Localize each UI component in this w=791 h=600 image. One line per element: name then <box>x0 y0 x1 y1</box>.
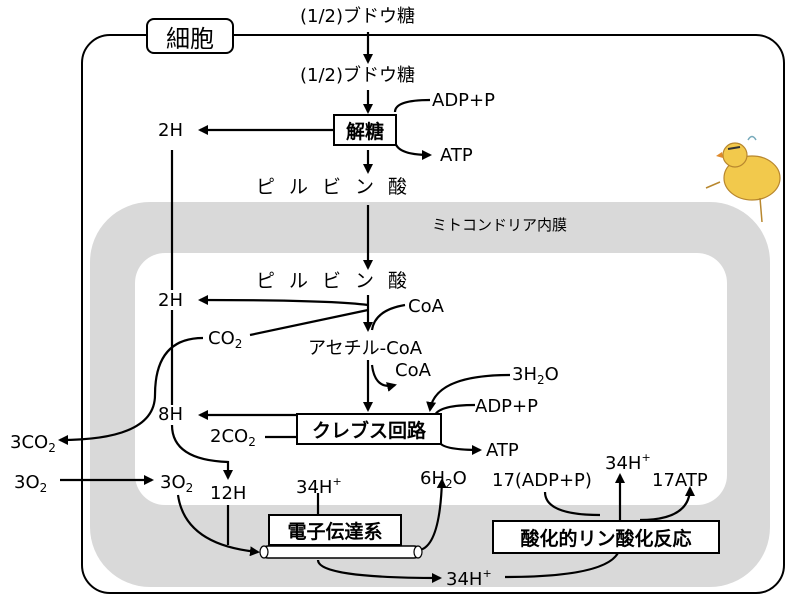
etc-water-o: O <box>452 468 467 489</box>
etc-34h-bottom-superscript: + <box>482 567 492 580</box>
glycolysis-box: 解糖 <box>333 114 397 146</box>
krebs-co2-coef: 2CO <box>210 426 249 447</box>
glucose-outside-label: (1/2)ブドウ糖 <box>300 6 416 27</box>
krebs-water-h: 3H <box>512 364 537 385</box>
glycolysis-h-label: 2H <box>158 120 183 141</box>
o2-in-subscript: 2 <box>39 481 48 495</box>
etc-34h-bottom-label: 34H+ <box>446 568 492 589</box>
etc-water-label: 6H2O <box>420 468 467 491</box>
oxphos-box: 酸化的リン酸化反応 <box>492 520 720 554</box>
krebs-box: クレブス回路 <box>296 413 442 445</box>
membrane-label: ミトコンドリア内膜 <box>432 216 568 234</box>
krebs-atp-label: ATP <box>486 440 519 461</box>
etc-34h-bottom-base: 34H <box>446 569 483 590</box>
etc-channel <box>261 545 421 559</box>
glycolysis-adp-label: ADP+P <box>432 90 495 111</box>
krebs-h-label: 8H <box>158 404 183 425</box>
acetyl-co2-label: CO2 <box>208 328 243 351</box>
etc-34h-base: 34H <box>296 477 333 498</box>
oxphos-34h-base: 34H <box>605 453 642 474</box>
oxphos-34h-superscript: + <box>641 451 651 464</box>
mitochondria-matrix <box>135 253 727 505</box>
acetyl-co2-subscript: 2 <box>234 337 243 351</box>
krebs-water-o: O <box>544 364 559 385</box>
oxphos-adp-label: 17(ADP+P) <box>492 470 592 491</box>
krebs-co2-label: 2CO2 <box>210 426 256 449</box>
acetyl-coa-in-label: CoA <box>408 296 444 317</box>
pyruvate-matrix-label: ピルビン酸 <box>256 270 422 292</box>
etc-34h-superscript: + <box>332 475 342 488</box>
etc-12h-label: 12H <box>210 483 247 504</box>
o2-in-base: 3O <box>14 472 40 493</box>
oxphos-atp-label: 17ATP <box>652 470 708 491</box>
etc-34h-label: 34H+ <box>296 476 342 497</box>
krebs-adp-label: ADP+P <box>475 396 538 417</box>
acetyl-coa-out-label: CoA <box>395 360 431 381</box>
etc-o2-label: 3O2 <box>160 472 194 495</box>
acetyl-coa-label: アセチル-CoA <box>308 338 423 359</box>
chick-doodle-icon <box>705 135 781 223</box>
etc-water-subscript: 2 <box>445 477 453 491</box>
etc-o2-subscript: 2 <box>185 481 194 495</box>
krebs-water-label: 3H2O <box>512 364 559 387</box>
etc-box: 電子伝達系 <box>268 514 402 546</box>
etc-o2-base: 3O <box>160 472 186 493</box>
acetyl-h-label: 2H <box>158 290 183 311</box>
acetyl-co2-base: CO <box>208 328 235 349</box>
cell-label: 細胞 <box>146 18 234 54</box>
krebs-co2-subscript: 2 <box>248 435 256 449</box>
pyruvate-cytosol-label: ピルビン酸 <box>256 176 422 198</box>
glucose-inside-label: (1/2)ブドウ糖 <box>300 65 416 86</box>
co2-out-base: 3CO <box>10 432 49 453</box>
co2-out-label: 3CO2 <box>10 432 56 455</box>
glycolysis-atp-label: ATP <box>440 145 473 166</box>
co2-out-subscript: 2 <box>48 441 56 455</box>
o2-in-label: 3O2 <box>14 472 48 495</box>
krebs-water-subscript: 2 <box>537 373 545 387</box>
etc-water-coef: 6H <box>420 468 445 489</box>
oxphos-34h-label: 34H+ <box>605 452 651 473</box>
